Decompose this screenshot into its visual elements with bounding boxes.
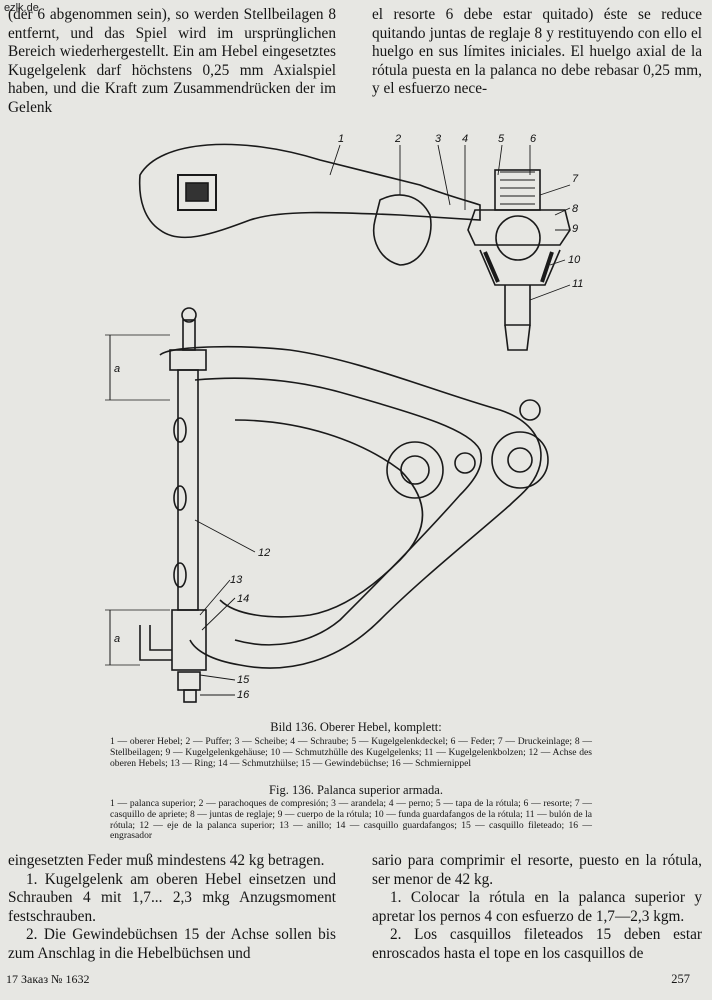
callout-14: 14 — [237, 593, 249, 605]
callout-5: 5 — [498, 133, 505, 145]
german-paragraph-continued: (der 6 abgenommen sein), so werden Stell… — [8, 6, 336, 116]
german-text-top: (der 6 abgenommen sein), so werden Stell… — [8, 6, 336, 118]
callout-6: 6 — [530, 133, 537, 145]
callout-15: 15 — [237, 674, 250, 686]
upper-arm-drawing: 1 2 3 4 5 6 7 8 9 10 11 12 13 14 15 16 a… — [105, 133, 583, 703]
callout-16: 16 — [237, 689, 250, 701]
dimension-a-bottom: a — [114, 633, 120, 645]
callout-7: 7 — [572, 173, 579, 185]
callout-4: 4 — [462, 133, 468, 145]
figure-caption-german-title: Bild 136. Oberer Hebel, komplett: — [270, 720, 442, 734]
page-number: 257 — [671, 972, 690, 986]
callout-1: 1 — [338, 133, 344, 145]
footer-print-order: 17 Заказ № 1632 — [6, 972, 90, 986]
german-text-bottom: eingesetzten Feder muß mindestens 42 kg … — [8, 852, 336, 964]
callout-9: 9 — [572, 223, 578, 235]
german-step-1: 1. Kugelgelenk am oberen Hebel einsetzen… — [8, 870, 336, 925]
watermark: ezlk.de — [4, 2, 39, 14]
callout-2: 2 — [394, 133, 401, 145]
callout-11: 11 — [572, 278, 583, 290]
dimension-a-top: a — [114, 363, 120, 375]
callout-12: 12 — [258, 547, 270, 559]
callout-8: 8 — [572, 203, 579, 215]
spanish-text-bottom: sario para comprimir el resorte, puesto … — [372, 852, 702, 964]
spanish-text-top: el resorte 6 debe estar quitado) éste se… — [372, 6, 702, 99]
spanish-paragraph-1: sario para comprimir el resorte, puesto … — [372, 852, 702, 888]
callout-13: 13 — [230, 574, 243, 586]
callout-3: 3 — [435, 133, 442, 145]
german-paragraph-1: eingesetzten Feder muß mindestens 42 kg … — [8, 852, 325, 869]
figure-legend-german: 1 — oberer Hebel; 2 — Puffer; 3 — Scheib… — [110, 736, 592, 769]
spanish-paragraph-continued: el resorte 6 debe estar quitado) éste se… — [372, 6, 702, 98]
spanish-step-2: 2. Los casquillos fileteados 15 deben es… — [372, 926, 702, 962]
callout-10: 10 — [568, 254, 581, 266]
german-step-2: 2. Die Gewindebüchsen 15 der Achse solle… — [8, 926, 336, 962]
figure-caption-spanish-title: Fig. 136. Palanca superior armada. — [269, 783, 443, 797]
spanish-step-1: 1. Colocar la rótula en la palanca super… — [372, 889, 702, 925]
figure-legend-spanish: 1 — palanca superior; 2 — parachoques de… — [110, 798, 592, 842]
